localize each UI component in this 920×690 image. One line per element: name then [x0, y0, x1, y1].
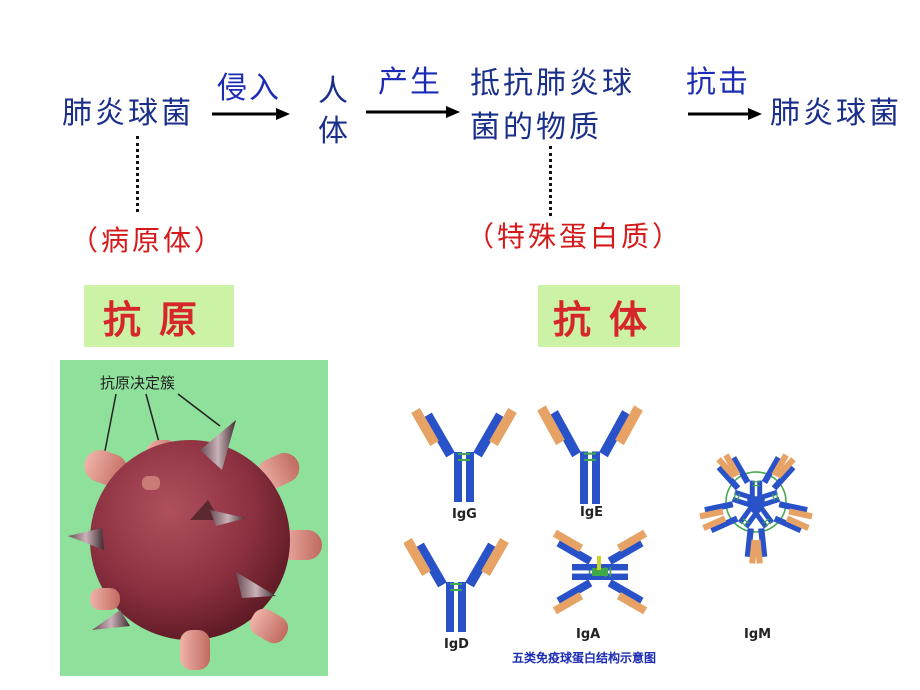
flow-host-line1: 人: [318, 74, 351, 109]
dotted-connector-protein: [549, 146, 552, 216]
antibody-igd-icon: [402, 537, 510, 633]
dotted-connector-pathogen: [136, 136, 139, 212]
note-special-protein: （特殊蛋白质）: [466, 220, 684, 253]
label-iga: IgA: [576, 627, 600, 642]
antibody-ige-icon: [536, 404, 644, 506]
antibody-iga-icon: [552, 528, 648, 616]
flow-target: 肺炎球菌: [770, 96, 902, 131]
antibody-figure: IgG IgE IgM IgD IgA 五类免疫球蛋白结构示意图: [402, 392, 834, 674]
flow-source: 肺炎球菌: [62, 96, 194, 131]
term-antibody: 抗体: [538, 285, 680, 347]
arrow-attack-icon: [688, 108, 762, 120]
antibody-caption: 五类免疫球蛋白结构示意图: [512, 650, 656, 665]
antibody-igm-icon: [697, 452, 815, 567]
verb-produce: 产生: [378, 65, 442, 100]
antigen-illustration: 抗原决定簇: [68, 374, 322, 670]
note-pathogen: （病原体）: [70, 224, 226, 257]
verb-attack: 抗击: [686, 65, 750, 100]
label-igd: IgD: [444, 637, 469, 652]
antigen-label: 抗原决定簇: [100, 374, 175, 392]
flow-substance-line1: 抵抗肺炎球: [470, 66, 635, 101]
antibody-igg-icon: [410, 407, 518, 503]
arrow-invade-icon: [212, 108, 290, 120]
arrow-produce-icon: [366, 106, 460, 118]
term-antigen: 抗原: [84, 285, 234, 347]
label-igg: IgG: [452, 507, 477, 522]
flow-substance-line2: 菌的物质: [470, 110, 602, 145]
label-ige: IgE: [580, 505, 603, 520]
flow-host-line2: 体: [318, 114, 351, 149]
verb-invade: 侵入: [217, 71, 281, 106]
antibody-illustration: IgG IgE IgM IgD IgA 五类免疫球蛋白结构示意图: [402, 404, 815, 665]
label-igm: IgM: [744, 627, 771, 642]
antigen-figure: 抗原决定簇: [60, 360, 328, 676]
